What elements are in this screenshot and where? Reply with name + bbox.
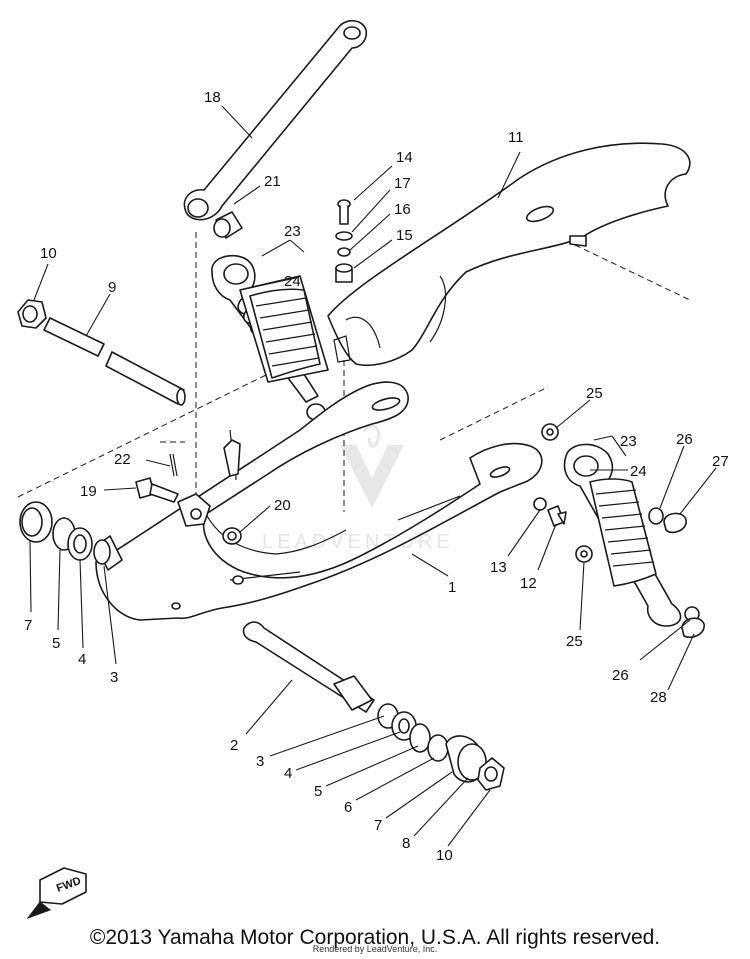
callout-13: 13 bbox=[490, 559, 507, 576]
chain-case-part-11 bbox=[327, 142, 691, 366]
callout-21: 21 bbox=[264, 173, 281, 190]
bushing-part-20 bbox=[222, 527, 242, 545]
rear-shock-absorber-left bbox=[211, 254, 329, 421]
thrust-bearing-part-4-left bbox=[67, 527, 93, 561]
washer-part-17 bbox=[335, 231, 353, 241]
oil-seal-part-5-right bbox=[409, 723, 431, 753]
cap-nut-part-28 bbox=[681, 617, 705, 639]
callout-15: 15 bbox=[396, 227, 413, 244]
callout-25-lower: 25 bbox=[566, 633, 583, 650]
callout-2: 2 bbox=[230, 737, 238, 754]
callout-7-right: 7 bbox=[374, 817, 382, 834]
callout-3-left: 3 bbox=[110, 669, 118, 686]
callout-1: 1 bbox=[448, 579, 456, 596]
callout-23-left: 23 bbox=[284, 223, 301, 240]
callout-12: 12 bbox=[520, 575, 537, 592]
copyright-notice: ©2013 Yamaha Motor Corporation, U.S.A. A… bbox=[89, 926, 661, 949]
callout-26-lower: 26 bbox=[612, 667, 629, 684]
assembly-guide-lines bbox=[17, 232, 691, 512]
callout-4-left: 4 bbox=[78, 651, 86, 668]
washer-part-13 bbox=[533, 497, 547, 511]
callout-28: 28 bbox=[650, 689, 667, 706]
callout-7-left: 7 bbox=[24, 617, 32, 634]
callout-leader-lines bbox=[29, 105, 717, 847]
callout-11: 11 bbox=[508, 129, 524, 146]
bolt-part-14 bbox=[337, 199, 351, 225]
tension-bar-part-18 bbox=[183, 19, 368, 221]
callout-25-upper: 25 bbox=[586, 385, 603, 402]
callout-16: 16 bbox=[394, 201, 411, 218]
callout-24-right: 24 bbox=[630, 463, 647, 480]
callout-18: 18 bbox=[204, 89, 221, 106]
callout-14: 14 bbox=[396, 149, 413, 166]
bolt-part-19 bbox=[135, 477, 179, 503]
nut-part-10-left bbox=[17, 299, 47, 329]
nut-part-10-right bbox=[477, 757, 505, 791]
washer-part-16 bbox=[337, 247, 351, 257]
rendered-by-note: Rendered by LeadVenture, Inc. bbox=[312, 944, 438, 954]
callout-23-right: 23 bbox=[620, 433, 637, 450]
bolt-part-12 bbox=[547, 505, 567, 527]
callout-8: 8 bbox=[402, 835, 410, 852]
callout-6: 6 bbox=[344, 799, 352, 816]
cotter-pin-part-22 bbox=[169, 453, 178, 477]
callout-24-left: 24 bbox=[284, 273, 301, 290]
rear-shock-absorber-right bbox=[563, 443, 682, 627]
washer-part-26-upper bbox=[648, 507, 664, 525]
pivot-shaft-part-9 bbox=[43, 317, 186, 406]
washer-part-25-upper bbox=[541, 423, 559, 441]
callout-9: 9 bbox=[108, 279, 116, 296]
callout-3-right: 3 bbox=[256, 753, 264, 770]
callout-4-right: 4 bbox=[284, 765, 292, 782]
callout-10-left: 10 bbox=[40, 245, 57, 262]
washer-part-25-lower bbox=[575, 545, 593, 563]
callout-17: 17 bbox=[394, 175, 411, 192]
collar-part-21 bbox=[213, 211, 243, 239]
collar-part-15 bbox=[335, 263, 353, 283]
callout-27: 27 bbox=[712, 453, 729, 470]
callout-22: 22 bbox=[114, 451, 131, 468]
callout-10-right: 10 bbox=[436, 847, 453, 864]
nut-part-27 bbox=[663, 512, 687, 534]
callout-5-left: 5 bbox=[52, 635, 60, 652]
callout-5-right: 5 bbox=[314, 783, 322, 800]
callout-26-upper: 26 bbox=[676, 431, 693, 448]
callout-labels: 18 21 10 9 23 24 14 17 16 15 11 22 19 20… bbox=[24, 89, 729, 864]
rear-arm-part-1 bbox=[95, 381, 543, 621]
watermark-text: LEADVENTURE bbox=[262, 531, 454, 553]
callout-19: 19 bbox=[80, 483, 97, 500]
thrust-cover-part-7-left bbox=[19, 501, 53, 543]
pivot-shaft-part-2 bbox=[242, 621, 375, 713]
fwd-direction-arrow: FWD bbox=[26, 867, 87, 920]
spacer-part-6 bbox=[427, 734, 449, 762]
callout-20: 20 bbox=[274, 497, 291, 514]
bushing-part-3-left bbox=[93, 535, 123, 571]
